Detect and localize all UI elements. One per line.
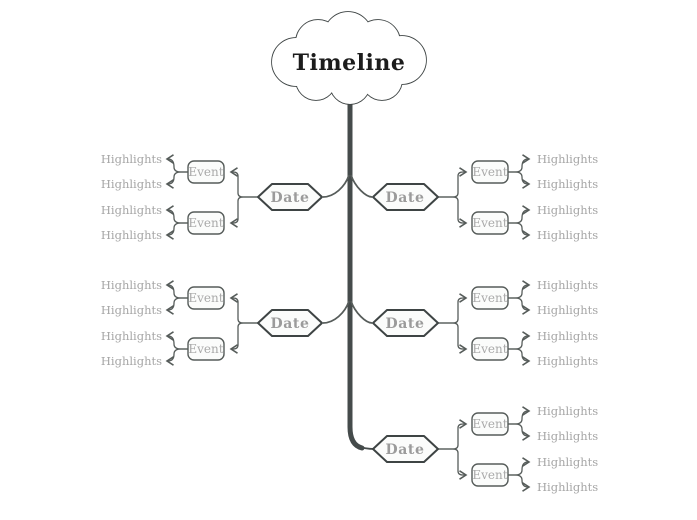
connector-line — [508, 154, 531, 173]
highlight-label[interactable]: Highlights — [537, 152, 598, 166]
connector-line — [322, 174, 350, 198]
connector-line — [165, 297, 188, 315]
highlight-label[interactable]: Highlights — [537, 404, 598, 418]
branch-middle-left: Date Event Event Highlights Highlights H… — [101, 278, 350, 368]
highlight-label[interactable]: Highlights — [537, 228, 598, 242]
highlight-label[interactable]: Highlights — [101, 203, 162, 217]
highlight-label[interactable]: Highlights — [537, 203, 598, 217]
branch-upper-right: Date Event Event Highlights Highlights H… — [350, 152, 598, 242]
event-node[interactable] — [187, 337, 225, 361]
date-node-label: Date — [271, 190, 310, 206]
connector-line — [229, 167, 258, 198]
connector-line — [508, 406, 531, 425]
highlight-label[interactable]: Highlights — [537, 177, 598, 191]
connector-line — [508, 205, 531, 224]
connector-line — [350, 174, 373, 198]
connector-line — [508, 222, 531, 240]
branch-bottom-right: Date Event Event Highlights Highlights H… — [372, 404, 598, 494]
highlight-label[interactable]: Highlights — [101, 303, 162, 317]
branch-upper-left: Date Event Event Highlights Highlights H… — [101, 152, 350, 242]
event-node-label: Event — [472, 165, 507, 179]
event-node-label: Event — [472, 468, 507, 482]
connector-line — [165, 280, 188, 299]
connector-line — [508, 348, 531, 366]
highlight-label[interactable]: Highlights — [537, 354, 598, 368]
connector-line — [438, 419, 468, 450]
date-node-label: Date — [386, 190, 425, 206]
connector-line — [438, 448, 468, 480]
date-node[interactable] — [372, 435, 439, 463]
connector-line — [508, 331, 531, 350]
event-node-label: Event — [472, 342, 507, 356]
highlight-label[interactable]: Highlights — [537, 429, 598, 443]
connector-line — [165, 331, 188, 350]
connector-line — [508, 457, 531, 476]
connector-line — [508, 423, 531, 441]
connector-line — [322, 300, 350, 324]
event-node[interactable] — [187, 160, 225, 184]
highlight-label[interactable]: Highlights — [537, 455, 598, 469]
event-node-label: Event — [188, 342, 223, 356]
date-node[interactable] — [372, 183, 439, 211]
connector-line — [165, 171, 188, 189]
connector-line — [229, 322, 258, 354]
cloud-fill — [272, 12, 426, 104]
event-node-label: Event — [188, 291, 223, 305]
highlight-label[interactable]: Highlights — [537, 329, 598, 343]
event-node[interactable] — [471, 160, 509, 184]
connector-line — [508, 171, 531, 189]
highlight-label[interactable]: Highlights — [101, 177, 162, 191]
connector-line — [438, 167, 468, 198]
event-node[interactable] — [471, 211, 509, 235]
highlight-label[interactable]: Highlights — [101, 228, 162, 242]
connector-line — [350, 300, 373, 324]
connector-line — [508, 280, 531, 299]
connector-line — [508, 474, 531, 492]
connector-line — [438, 293, 468, 324]
connector-line — [508, 297, 531, 315]
event-node-label: Event — [188, 165, 223, 179]
event-node[interactable] — [471, 412, 509, 436]
date-node-label: Date — [386, 442, 425, 458]
highlight-label[interactable]: Highlights — [101, 354, 162, 368]
date-node[interactable] — [257, 309, 323, 337]
connector-line — [165, 222, 188, 240]
connector-line — [165, 348, 188, 366]
event-node[interactable] — [471, 286, 509, 310]
date-node-label: Date — [386, 316, 425, 332]
event-node-label: Event — [472, 291, 507, 305]
date-node-label: Date — [271, 316, 310, 332]
date-node[interactable] — [257, 183, 323, 211]
connector-line — [165, 154, 188, 173]
connector-line — [165, 205, 188, 224]
connector-line — [438, 196, 468, 228]
highlight-label[interactable]: Highlights — [101, 152, 162, 166]
root-node-cloud[interactable]: Timeline — [271, 11, 427, 105]
trunk-line — [347, 91, 365, 451]
event-node[interactable] — [187, 211, 225, 235]
connector-line — [438, 322, 468, 354]
date-node[interactable] — [372, 309, 439, 337]
event-node-label: Event — [472, 417, 507, 431]
branch-middle-right: Date Event Event Highlights Highlights H… — [350, 278, 598, 368]
highlight-label[interactable]: Highlights — [537, 480, 598, 494]
highlight-label[interactable]: Highlights — [101, 329, 162, 343]
event-node-label: Event — [472, 216, 507, 230]
highlight-label[interactable]: Highlights — [101, 278, 162, 292]
connector-line — [229, 293, 258, 324]
event-node-label: Event — [188, 216, 223, 230]
event-node[interactable] — [471, 463, 509, 487]
event-node[interactable] — [471, 337, 509, 361]
highlight-label[interactable]: Highlights — [537, 303, 598, 317]
root-node-label: Timeline — [293, 50, 406, 76]
event-node[interactable] — [187, 286, 225, 310]
highlight-label[interactable]: Highlights — [537, 278, 598, 292]
connector-line — [229, 196, 258, 228]
